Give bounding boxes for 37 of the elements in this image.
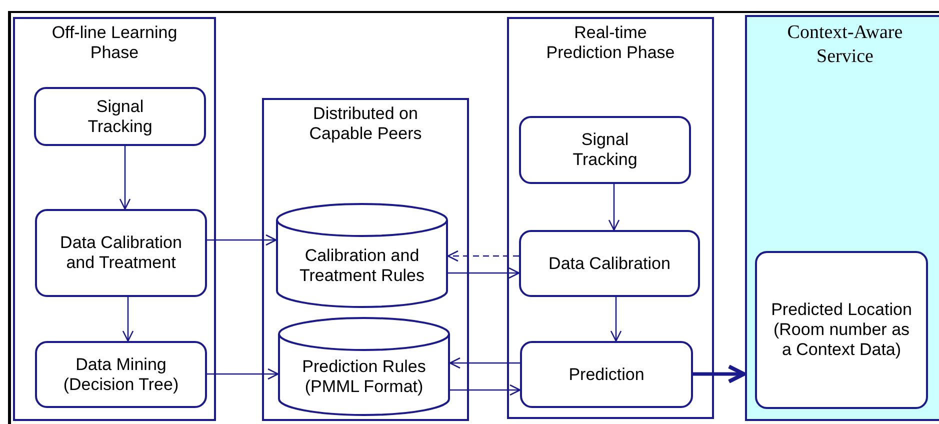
- box-label: Data Mining (Decision Tree): [62, 354, 180, 394]
- box-label: Data Calibration and Treatment: [59, 233, 183, 273]
- box-label: Calibration and Treatment Rules: [298, 246, 426, 286]
- arrow: [693, 364, 746, 384]
- box-label: Signal Tracking: [572, 130, 638, 170]
- phase-panel: [13, 17, 216, 421]
- service-panel: [745, 15, 939, 421]
- box-label: Signal Tracking: [86, 96, 154, 136]
- database-cylinder: [276, 204, 448, 307]
- arrow: [207, 368, 279, 380]
- process-box: [520, 341, 693, 408]
- box-label: Data Calibration: [548, 254, 672, 274]
- box-label: Prediction: [568, 364, 646, 384]
- process-box: [755, 251, 928, 409]
- phase-panel: [507, 17, 714, 419]
- panel-title: Context-Aware Service: [786, 21, 904, 69]
- arrow: [608, 184, 620, 231]
- phase-panel: [262, 98, 469, 421]
- process-box: [35, 341, 207, 408]
- arrow: [122, 297, 134, 342]
- arrow: [448, 267, 520, 279]
- arrow: [449, 357, 520, 369]
- arrow: [207, 234, 277, 246]
- box-label: Prediction Rules (PMML Format): [301, 356, 427, 396]
- database-cylinder: [278, 318, 450, 415]
- process-box: [519, 230, 700, 297]
- arrow: [447, 250, 519, 262]
- panel-title: Real-time Prediction Phase: [545, 23, 676, 63]
- box-label: Predicted Location (Room number as a Context Data): [770, 300, 913, 360]
- arrow: [450, 384, 521, 396]
- process-box: [519, 116, 691, 184]
- process-box: [35, 209, 207, 297]
- arrow: [610, 297, 622, 342]
- panel-title: Distributed on Capable Peers: [308, 104, 423, 144]
- arrow: [119, 146, 131, 210]
- panel-title: Off-line Learning Phase: [50, 23, 178, 63]
- process-box: [34, 87, 206, 146]
